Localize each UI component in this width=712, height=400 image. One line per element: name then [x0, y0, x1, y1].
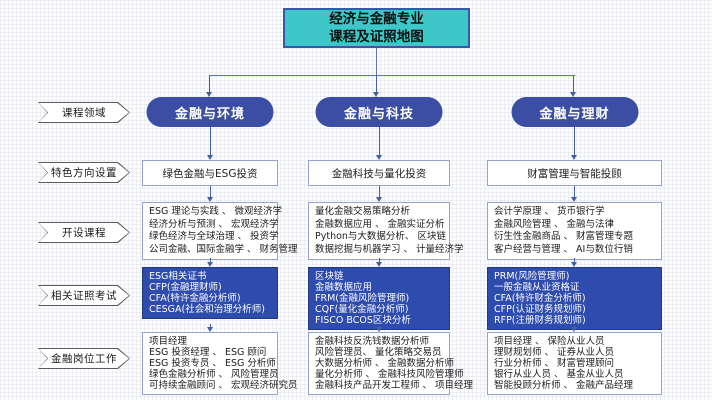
- cert-item: 金融数据应用: [315, 282, 373, 293]
- job-item: 大数据分析师 、 金融数据分析师: [315, 358, 455, 369]
- branch-arrow-col2: [373, 75, 380, 97]
- cert-item: CFA(特许财金分析师): [494, 293, 586, 304]
- step-label-jobs: 金融岗位工作: [38, 348, 130, 369]
- branch-connector-line: [210, 75, 575, 76]
- cert-item: CQF(量化金融分析师): [315, 304, 409, 315]
- connector-courses-certs: [375, 258, 383, 267]
- job-item: 项目经理 、 保险从业人员: [494, 336, 605, 347]
- step-label-courses: 开设课程: [38, 222, 130, 243]
- job-item: 可持续金融顾问 、 宏观经济研究员: [149, 380, 298, 391]
- title-connector-line: [376, 48, 377, 75]
- step-label-text: 课程领域: [39, 103, 129, 122]
- cert-item: 区块链: [315, 271, 344, 282]
- cert-item: PRM(风险管理师): [494, 271, 570, 282]
- direction-box: 财富管理与智能投顾: [487, 160, 662, 186]
- cert-item: FRM(金融风险管理师): [315, 293, 410, 304]
- connector-certs-jobs: [375, 326, 383, 332]
- step-label-text: 金融岗位工作: [39, 349, 129, 368]
- certs-box: ESG相关证书 CFP(金融理财师) CFA(特许金融分析师) CESGA(社会…: [142, 267, 278, 319]
- course-item: 会计学原理 、 货币银行学: [494, 206, 605, 217]
- course-item: 绿色经济与全球治理 、 投资学: [149, 231, 279, 242]
- job-item: ESG 投资经理 、 ESG 顾问: [149, 347, 267, 358]
- cert-item: CFA(特许金融分析师): [149, 293, 241, 304]
- cert-item: CFP(金融理财师): [149, 282, 222, 293]
- course-item: 金融数据应用 、 金融实证分析: [315, 218, 445, 230]
- job-item: 量化分析师 、 金融科技风险管理师: [315, 369, 464, 380]
- course-item: 数据挖掘与机器学习 、 计量经济学: [315, 243, 464, 255]
- courses-box: ESG 理论与实践 、 微观经济学 经济分析与预测 、 宏观经济学 绿色经济与全…: [142, 202, 298, 260]
- course-item: 客户经营与管理 、 AI与数位行销: [494, 243, 633, 255]
- courses-box: 量化金融交易策略分析 金融数据应用 、 金融实证分析 Python与大数据分析、…: [308, 202, 464, 260]
- job-item: 理财规划师 、 证券从业人员: [494, 347, 615, 358]
- step-label-text: 相关证照考试: [39, 286, 129, 305]
- direction-box: 绿色金融与ESG投资: [142, 160, 278, 186]
- course-item: 经济分析与预测 、 宏观经济学: [149, 218, 279, 230]
- step-label-direction: 特色方向设置: [38, 162, 130, 183]
- column-header: 金融与理财: [511, 97, 638, 127]
- jobs-box: 项目经理 、 保险从业人员 理财规划师 、 证券从业人员 行业分析师 、 财富管…: [487, 332, 662, 395]
- map-title: 经济与金融专业 课程及证照地图: [283, 8, 470, 48]
- certs-box: 区块链 金融数据应用 FRM(金融风险管理师) CQF(量化金融分析师) FIS…: [308, 267, 450, 330]
- jobs-box: 项目经理 ESG 投资经理 、 ESG 顾问 ESG 投资专员 、 ESG 分析…: [142, 332, 298, 395]
- jobs-box: 金融科技反洗钱数据分析师 风险管理员、 量化策略交易员 大数据分析师 、 金融数…: [308, 332, 474, 395]
- job-item: 金融科技反洗钱数据分析师: [315, 336, 430, 347]
- cert-item: CESGA(社会和治理分析师): [149, 304, 265, 315]
- connector-direction-courses: [571, 186, 578, 202]
- connector-direction-courses: [206, 186, 214, 202]
- map-title-line1: 经济与金融专业: [329, 11, 424, 27]
- course-item: 衍生性金融商品 、 财富管理专题: [494, 231, 634, 242]
- cert-item: RFP(注册财务规划师): [494, 315, 586, 326]
- column-finance-technology: 金融与科技 金融科技与量化投资 量化金融交易策略分析 金融数据应用 、 金融实证…: [308, 0, 474, 400]
- job-item: 项目经理: [149, 336, 188, 347]
- column-header: 金融与环境: [146, 97, 274, 127]
- branch-arrow-col1: [206, 75, 213, 97]
- column-finance-environment: 金融与环境 绿色金融与ESG投资 ESG 理论与实践 、 微观经济学 经济分析与…: [142, 0, 298, 400]
- job-item: 行业分析师 、 财富管理顾问: [494, 358, 615, 369]
- step-label-text: 特色方向设置: [39, 163, 129, 182]
- connector-direction-courses: [375, 186, 383, 202]
- connector-certs-jobs: [571, 326, 578, 332]
- connector-header-direction: [206, 127, 214, 160]
- cert-item: FISCO BCOS区块分析: [315, 315, 411, 326]
- certs-box: PRM(风险管理师) 一般金融从业资格证 CFA(特许财金分析师) CFP(认证…: [487, 267, 662, 330]
- connector-header-direction: [375, 127, 383, 160]
- course-item: Python与大数据分析、 区块链: [315, 231, 446, 242]
- step-label-certs: 相关证照考试: [38, 285, 130, 306]
- column-header: 金融与科技: [315, 97, 443, 127]
- course-item: 公司金融、国际金融学 、 财务管理: [149, 243, 298, 255]
- cert-item: ESG相关证书: [149, 271, 207, 282]
- connector-certs-jobs: [206, 324, 214, 332]
- job-item: 风险管理员、 量化策略交易员: [315, 347, 442, 358]
- connector-courses-certs: [571, 258, 578, 267]
- job-item: 银行从业人员 、 基金从业人员: [494, 369, 624, 380]
- course-item: 金融风险管理 、 金融与法律: [494, 218, 615, 230]
- connector-courses-certs: [206, 258, 214, 267]
- job-item: 绿色金融分析师 、 风险管理员: [149, 369, 279, 380]
- direction-box: 金融科技与量化投资: [308, 160, 450, 186]
- job-item: 智能投顾分析师 、 金融产品经理: [494, 380, 634, 391]
- branch-arrow-col3: [570, 75, 577, 97]
- course-item: ESG 理论与实践 、 微观经济学: [149, 206, 282, 217]
- cert-item: CFP(认证财务规划师): [494, 304, 586, 315]
- step-label-text: 开设课程: [39, 223, 129, 242]
- connector-header-direction: [571, 127, 578, 160]
- courses-box: 会计学原理 、 货币银行学 金融风险管理 、 金融与法律 衍生性金融商品 、 财…: [487, 202, 662, 260]
- job-item: 金融科技产品开发工程师 、 项目经理: [315, 380, 474, 391]
- cert-item: 一般金融从业资格证: [494, 282, 580, 293]
- map-title-line2: 课程及证照地图: [329, 29, 424, 45]
- job-item: ESG 投资专员 、 ESG 分析师: [149, 358, 276, 369]
- course-item: 量化金融交易策略分析: [315, 206, 411, 217]
- column-finance-wealth: 金融与理财 财富管理与智能投顾 会计学原理 、 货币银行学 金融风险管理 、 金…: [487, 0, 662, 400]
- step-label-course-area: 课程领域: [38, 102, 130, 123]
